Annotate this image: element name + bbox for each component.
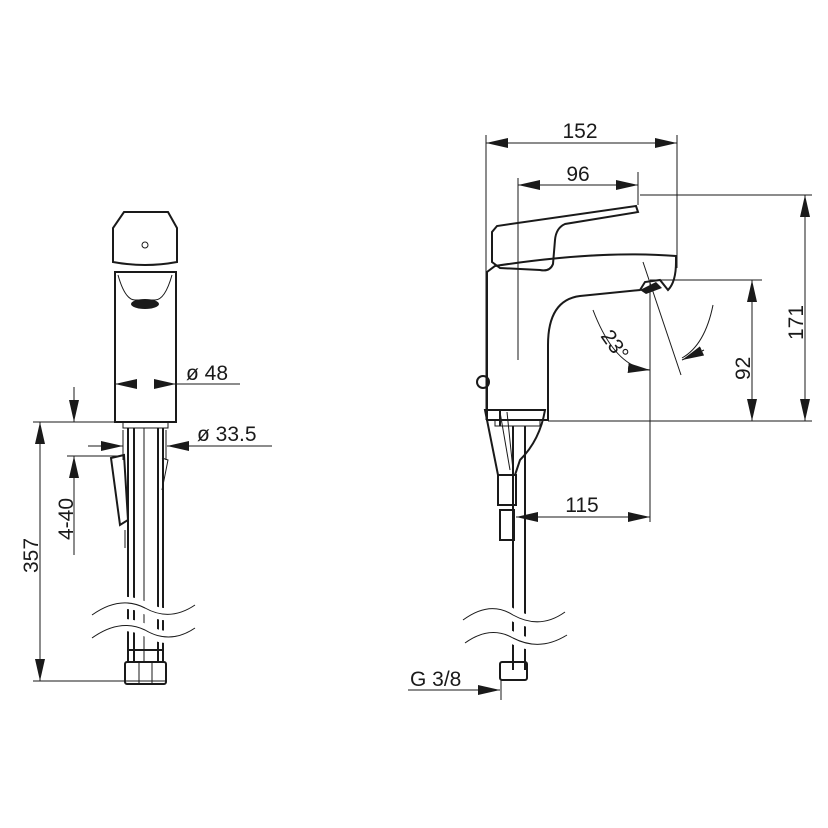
- dimension-spout-height: 92: [650, 279, 762, 421]
- dimension-spout-reach: 115: [516, 282, 651, 522]
- label-connection-thread: G 3/8: [410, 668, 461, 691]
- label-deck-thickness: 4-40: [55, 498, 78, 540]
- dimension-total-height: 357: [20, 422, 165, 682]
- label-spout-angle: 23°: [596, 326, 633, 365]
- side-break-lines: [459, 602, 571, 651]
- break-lines: [88, 596, 199, 643]
- dimension-pipe-diameter: ø 33.5: [88, 423, 272, 460]
- faucet-side-body: [476, 204, 677, 681]
- label-lever-length: 96: [566, 163, 589, 186]
- label-total-height: 357: [20, 538, 43, 573]
- dimension-height: 171: [548, 194, 812, 422]
- label-pipe-diameter: ø 33.5: [197, 423, 257, 446]
- dimension-spout-angle: 23°: [592, 261, 714, 376]
- label-body-diameter: ø 48: [186, 362, 228, 385]
- front-view: ø 48 ø 33.5 4-40 357: [20, 211, 272, 685]
- label-spout-reach: 115: [565, 494, 598, 517]
- dimension-body-diameter: ø 48: [115, 362, 240, 389]
- dimension-deck-thickness: 4-40: [33, 387, 123, 555]
- side-view: 152 96 171 92 115: [408, 120, 812, 700]
- label-height: 171: [785, 305, 808, 340]
- dimension-connection-thread: G 3/8: [408, 668, 502, 700]
- dimension-total-depth: 152: [485, 120, 678, 420]
- dimension-lever-length: 96: [517, 163, 639, 360]
- label-total-depth: 152: [562, 120, 597, 143]
- label-spout-height: 92: [732, 357, 755, 380]
